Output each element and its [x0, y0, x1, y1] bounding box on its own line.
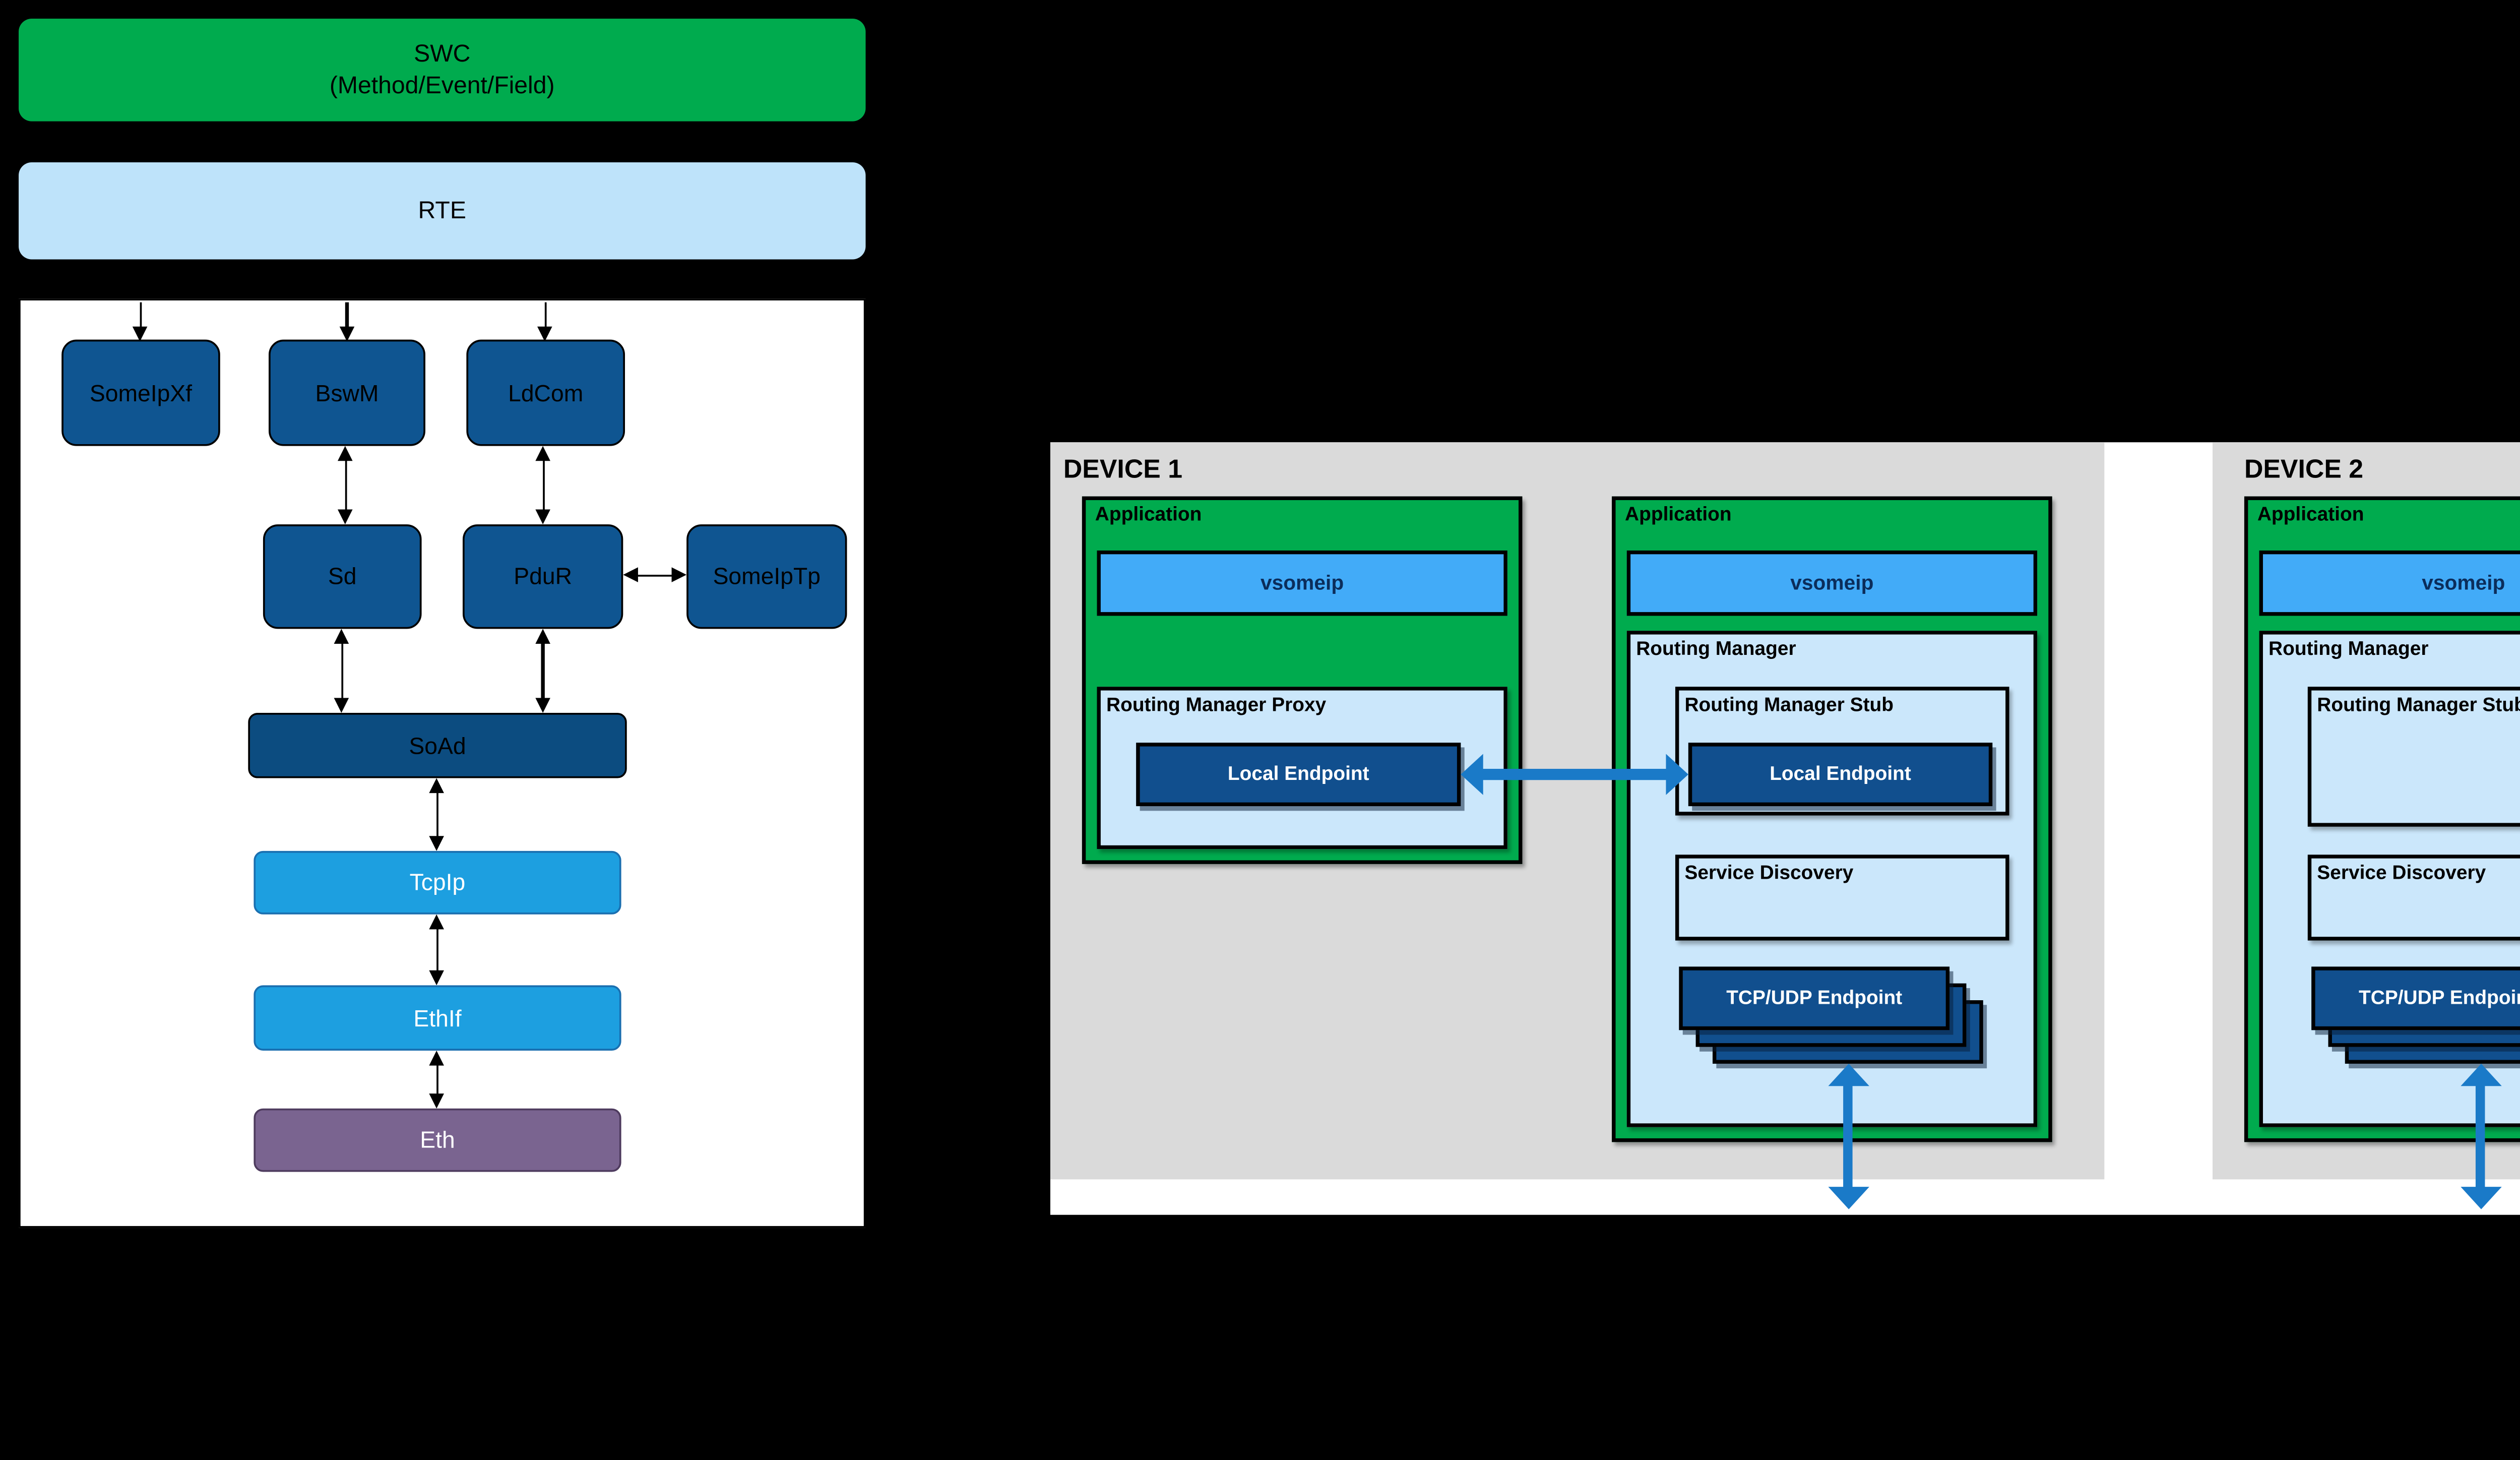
rte-label: RTE: [418, 195, 466, 223]
routing-manager-title-1: Routing Manager: [1636, 638, 1796, 661]
local-endpoint-proxy-label: Local Endpoint: [1227, 763, 1369, 786]
swc-box: SWC (Method/Event/Field): [19, 19, 866, 121]
service-discovery-box-1: [1675, 855, 2009, 941]
routing-manager-proxy-title: Routing Manager Proxy: [1106, 694, 1327, 717]
routing-manager-stub-title-2: Routing Manager Stub: [2317, 694, 2520, 717]
arrow-rte-ldcom: [534, 301, 556, 341]
swc-title: SWC: [414, 38, 471, 67]
arrow-soad-tcpip: [426, 778, 449, 851]
local-endpoint-proxy: Local Endpoint: [1136, 743, 1461, 807]
application-d2-title: Application: [2257, 504, 2364, 526]
service-discovery-box-2: [2307, 855, 2520, 941]
module-soad-label: SoAd: [409, 732, 466, 759]
module-ethif-label: EthIf: [413, 1005, 462, 1031]
local-endpoint-stub-label: Local Endpoint: [1770, 763, 1911, 786]
vsomeip-box-proxy: vsomeip: [1097, 550, 1507, 616]
arrow-rte-someipxf: [130, 301, 152, 341]
routing-manager-stub-box-2: [2307, 687, 2520, 827]
module-ethif: EthIf: [254, 985, 621, 1051]
vsomeip-box-d2: vsomeip: [2259, 550, 2520, 616]
blue-arrow-device2-network: [2460, 1063, 2501, 1209]
module-someipxf-label: SomeIpXf: [89, 380, 193, 406]
arrow-pdur-someiptp: [623, 565, 687, 587]
service-discovery-title-1: Service Discovery: [1684, 862, 1854, 885]
module-soad: SoAd: [248, 712, 627, 778]
device1-title: DEVICE 1: [1063, 453, 1183, 483]
blue-arrow-device1-network: [1827, 1063, 1869, 1209]
module-sd-label: Sd: [328, 563, 357, 590]
module-tcpip: TcpIp: [254, 850, 621, 915]
arrow-tcpip-ethif: [426, 914, 449, 986]
device2-title: DEVICE 2: [2244, 453, 2364, 483]
module-someiptp-label: SomeIpTp: [713, 563, 821, 590]
module-eth-label: Eth: [420, 1127, 455, 1153]
routing-manager-stub-title-1: Routing Manager Stub: [1684, 694, 1894, 717]
vsomeip-d2-label: vsomeip: [2422, 572, 2505, 594]
arrow-ldcom-pdur: [533, 446, 555, 525]
tcpudp-endpoint-box-1: TCP/UDP Endpoint: [1679, 966, 1950, 1030]
application-rm-title: Application: [1625, 504, 1732, 526]
module-someiptp: SomeIpTp: [686, 524, 847, 629]
module-someipxf: SomeIpXf: [61, 339, 220, 446]
module-bswm: BswM: [269, 339, 425, 446]
service-discovery-title-2: Service Discovery: [2317, 862, 2486, 885]
local-endpoint-stub: Local Endpoint: [1688, 743, 1993, 807]
application-proxy-title: Application: [1095, 504, 1202, 526]
swc-subtitle: (Method/Event/Field): [329, 70, 555, 98]
vsomeip-proxy-label: vsomeip: [1261, 572, 1344, 594]
routing-manager-title-2: Routing Manager: [2269, 638, 2429, 661]
blue-arrow-local-endpoints: [1461, 754, 1688, 795]
tcpudp-endpoint-label-2: TCP/UDP Endpoint: [2359, 987, 2520, 1010]
module-ldcom-label: LdCom: [508, 380, 584, 406]
module-sd: Sd: [263, 524, 422, 629]
vsomeip-box-rm: vsomeip: [1626, 550, 2038, 616]
vsomeip-rm-label: vsomeip: [1790, 572, 1874, 594]
tcpudp-endpoint-box-2: TCP/UDP Endpoint: [2311, 966, 2520, 1030]
module-pdur: PduR: [462, 524, 623, 629]
arrow-rte-bswm: [336, 301, 358, 341]
arrow-pdur-soad: [532, 629, 554, 713]
arrow-bswm-sd: [335, 446, 357, 525]
module-eth: Eth: [254, 1108, 621, 1172]
arrow-sd-soad: [331, 629, 353, 713]
module-bswm-label: BswM: [315, 380, 379, 406]
module-ldcom: LdCom: [466, 339, 625, 446]
module-pdur-label: PduR: [514, 563, 573, 590]
rte-box: RTE: [19, 162, 866, 260]
arrow-ethif-eth: [426, 1050, 449, 1109]
tcpudp-endpoint-label-1: TCP/UDP Endpoint: [1726, 987, 1903, 1010]
module-tcpip-label: TcpIp: [409, 869, 466, 896]
